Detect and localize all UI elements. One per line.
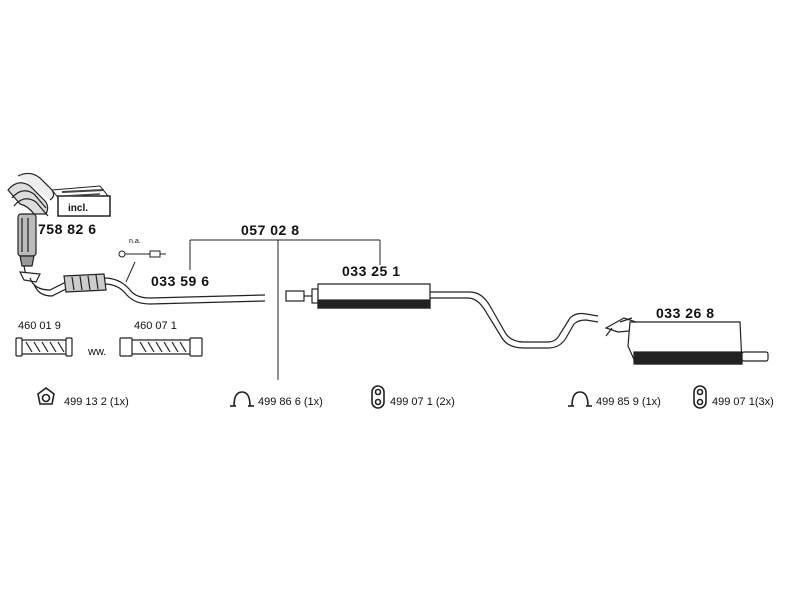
clamp-icon-1 <box>37 387 55 405</box>
fitting-mount-2: 499 07 1(3x) <box>712 396 774 408</box>
sensor-note: n.a. <box>129 238 141 245</box>
middle-silencer <box>285 283 599 349</box>
part-rear-silencer: 033 26 8 <box>656 305 715 321</box>
part-front-pipe: 033 59 6 <box>151 273 210 289</box>
flex-pipe-1 <box>15 337 73 357</box>
rubber-mount-icon-2 <box>693 385 707 409</box>
part-flex-pipe-2: 460 07 1 <box>134 320 177 332</box>
part-pipe-set: 057 02 8 <box>241 222 300 238</box>
rubber-mount-icon-1 <box>371 385 385 409</box>
part-middle-silencer: 033 25 1 <box>342 263 401 279</box>
lambda-sensor <box>118 250 166 283</box>
fitting-mount-1: 499 07 1 (2x) <box>390 396 455 408</box>
manifold-catalyst <box>7 172 55 283</box>
fitting-clamp-2: 499 86 6 (1x) <box>258 396 323 408</box>
alternative-label: ww. <box>88 346 107 358</box>
rear-silencer <box>604 317 769 365</box>
part-manifold-catalyst: 758 82 6 <box>38 221 97 237</box>
flex-pipe-2 <box>119 337 203 357</box>
incl-label: incl. <box>68 203 89 214</box>
clamp-icon-2 <box>230 391 254 407</box>
front-pipe <box>29 273 266 305</box>
clamp-icon-3 <box>568 391 592 407</box>
fitting-clamp-3: 499 85 9 (1x) <box>596 396 661 408</box>
part-flex-pipe-1: 460 01 9 <box>18 320 61 332</box>
fitting-clamp-1: 499 13 2 (1x) <box>64 396 129 408</box>
incl-gasket-box <box>51 185 111 217</box>
set-bracket <box>189 239 381 380</box>
